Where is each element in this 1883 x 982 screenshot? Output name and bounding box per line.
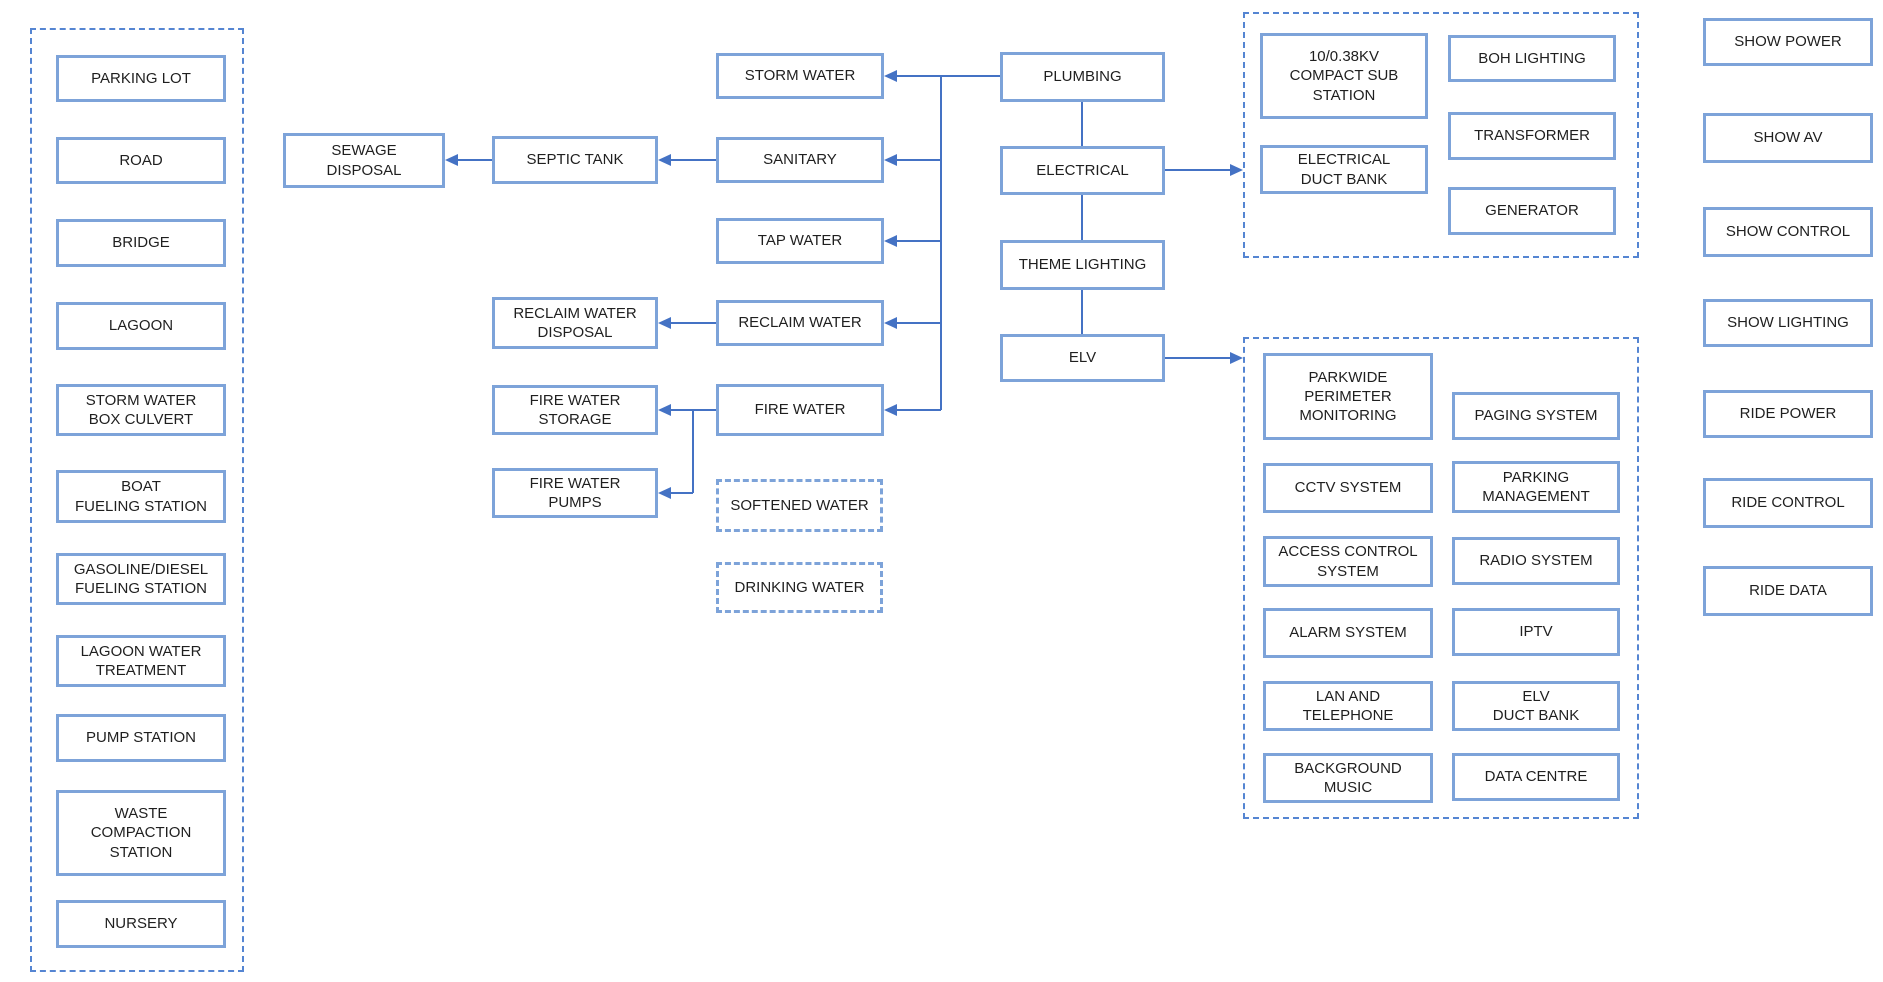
connector-electrical-to-group — [1165, 169, 1230, 171]
node-road[interactable]: ROAD — [56, 137, 226, 184]
node-paging-system[interactable]: PAGING SYSTEM — [1452, 392, 1620, 440]
node-electrical[interactable]: ELECTRICAL — [1000, 146, 1165, 195]
node-pump-station[interactable]: PUMP STATION — [56, 714, 226, 762]
arrowhead-to-sanitary — [884, 154, 897, 166]
node-show-control[interactable]: SHOW CONTROL — [1703, 207, 1873, 257]
connector-plumbing-to-storm — [897, 75, 1000, 77]
node-boh-lighting[interactable]: BOH LIGHTING — [1448, 35, 1616, 82]
arrowhead-to-septic-tank — [658, 154, 671, 166]
node-plumbing[interactable]: PLUMBING — [1000, 52, 1165, 102]
node-waste-compaction-station[interactable]: WASTE COMPACTION STATION — [56, 790, 226, 876]
node-cctv-system[interactable]: CCTV SYSTEM — [1263, 463, 1433, 513]
arrowhead-to-storm-water — [884, 70, 897, 82]
node-elv-duct-bank[interactable]: ELV DUCT BANK — [1452, 681, 1620, 731]
node-elv[interactable]: ELV — [1000, 334, 1165, 382]
node-fire-water-pumps[interactable]: FIRE WATER PUMPS — [492, 468, 658, 518]
node-sewage-disposal[interactable]: SEWAGE DISPOSAL — [283, 133, 445, 188]
connector-electrical-theme — [1081, 195, 1083, 240]
node-lan-and-telephone[interactable]: LAN AND TELEPHONE — [1263, 681, 1433, 731]
connector-trunk-to-sanitary — [897, 159, 941, 161]
group-elv — [1243, 337, 1639, 819]
node-septic-tank[interactable]: SEPTIC TANK — [492, 136, 658, 184]
connector-theme-elv — [1081, 290, 1083, 334]
node-ride-data[interactable]: RIDE DATA — [1703, 566, 1873, 616]
node-tap-water[interactable]: TAP WATER — [716, 218, 884, 264]
node-generator[interactable]: GENERATOR — [1448, 187, 1616, 235]
arrowhead-to-reclaim-disposal — [658, 317, 671, 329]
group-electrical — [1243, 12, 1639, 258]
connector-plumbing-electrical — [1081, 102, 1083, 146]
node-reclaim-water[interactable]: RECLAIM WATER — [716, 300, 884, 346]
node-parking-lot[interactable]: PARKING LOT — [56, 55, 226, 102]
node-background-music[interactable]: BACKGROUND MUSIC — [1263, 753, 1433, 803]
connector-elv-to-group — [1165, 357, 1230, 359]
node-access-control-system[interactable]: ACCESS CONTROL SYSTEM — [1263, 536, 1433, 587]
connector-trunk-to-fire — [897, 409, 941, 411]
connector-plumbing-trunk — [940, 76, 942, 410]
node-bridge[interactable]: BRIDGE — [56, 219, 226, 267]
arrowhead-to-electrical-group — [1230, 164, 1243, 176]
arrowhead-to-elv-group — [1230, 352, 1243, 364]
node-fire-water[interactable]: FIRE WATER — [716, 384, 884, 436]
node-reclaim-water-disposal[interactable]: RECLAIM WATER DISPOSAL — [492, 297, 658, 349]
connector-fire-branch-down — [692, 410, 694, 493]
group-site-infrastructure — [30, 28, 244, 972]
connector-trunk-to-tap-water — [897, 240, 941, 242]
node-nursery[interactable]: NURSERY — [56, 900, 226, 948]
node-ride-control[interactable]: RIDE CONTROL — [1703, 478, 1873, 528]
node-lagoon[interactable]: LAGOON — [56, 302, 226, 350]
node-show-av[interactable]: SHOW AV — [1703, 113, 1873, 163]
connector-trunk-to-reclaim — [897, 322, 941, 324]
node-storm-water-box-culvert[interactable]: STORM WATER BOX CULVERT — [56, 384, 226, 436]
connector-reclaim-to-disposal — [671, 322, 716, 324]
node-lagoon-water-treatment[interactable]: LAGOON WATER TREATMENT — [56, 635, 226, 687]
node-show-lighting[interactable]: SHOW LIGHTING — [1703, 299, 1873, 347]
arrowhead-to-reclaim-water — [884, 317, 897, 329]
arrowhead-to-tap-water — [884, 235, 897, 247]
node-transformer[interactable]: TRANSFORMER — [1448, 112, 1616, 160]
arrowhead-to-fire-water-pumps — [658, 487, 671, 499]
node-parkwide-perimeter-monitoring[interactable]: PARKWIDE PERIMETER MONITORING — [1263, 353, 1433, 440]
arrowhead-to-fire-water — [884, 404, 897, 416]
node-electrical-duct-bank[interactable]: ELECTRICAL DUCT BANK — [1260, 145, 1428, 194]
connector-septic-to-sewage — [458, 159, 492, 161]
node-ride-power[interactable]: RIDE POWER — [1703, 390, 1873, 438]
arrowhead-to-sewage-disposal — [445, 154, 458, 166]
node-compact-sub-station[interactable]: 10/0.38KV COMPACT SUB STATION — [1260, 33, 1428, 119]
connector-sanitary-to-septic — [671, 159, 716, 161]
arrowhead-to-fire-water-storage — [658, 404, 671, 416]
node-drinking-water[interactable]: DRINKING WATER — [716, 562, 883, 613]
node-show-power[interactable]: SHOW POWER — [1703, 18, 1873, 66]
node-gasoline-diesel-fueling-station[interactable]: GASOLINE/DIESEL FUELING STATION — [56, 553, 226, 605]
node-alarm-system[interactable]: ALARM SYSTEM — [1263, 608, 1433, 658]
node-fire-water-storage[interactable]: FIRE WATER STORAGE — [492, 385, 658, 435]
connector-fire-branch-left — [671, 492, 693, 494]
node-softened-water[interactable]: SOFTENED WATER — [716, 479, 883, 532]
node-storm-water[interactable]: STORM WATER — [716, 53, 884, 99]
node-radio-system[interactable]: RADIO SYSTEM — [1452, 537, 1620, 585]
node-data-centre[interactable]: DATA CENTRE — [1452, 753, 1620, 801]
node-sanitary[interactable]: SANITARY — [716, 137, 884, 183]
node-parking-management[interactable]: PARKING MANAGEMENT — [1452, 461, 1620, 513]
node-theme-lighting[interactable]: THEME LIGHTING — [1000, 240, 1165, 290]
node-boat-fueling-station[interactable]: BOAT FUELING STATION — [56, 470, 226, 523]
node-iptv[interactable]: IPTV — [1452, 608, 1620, 656]
